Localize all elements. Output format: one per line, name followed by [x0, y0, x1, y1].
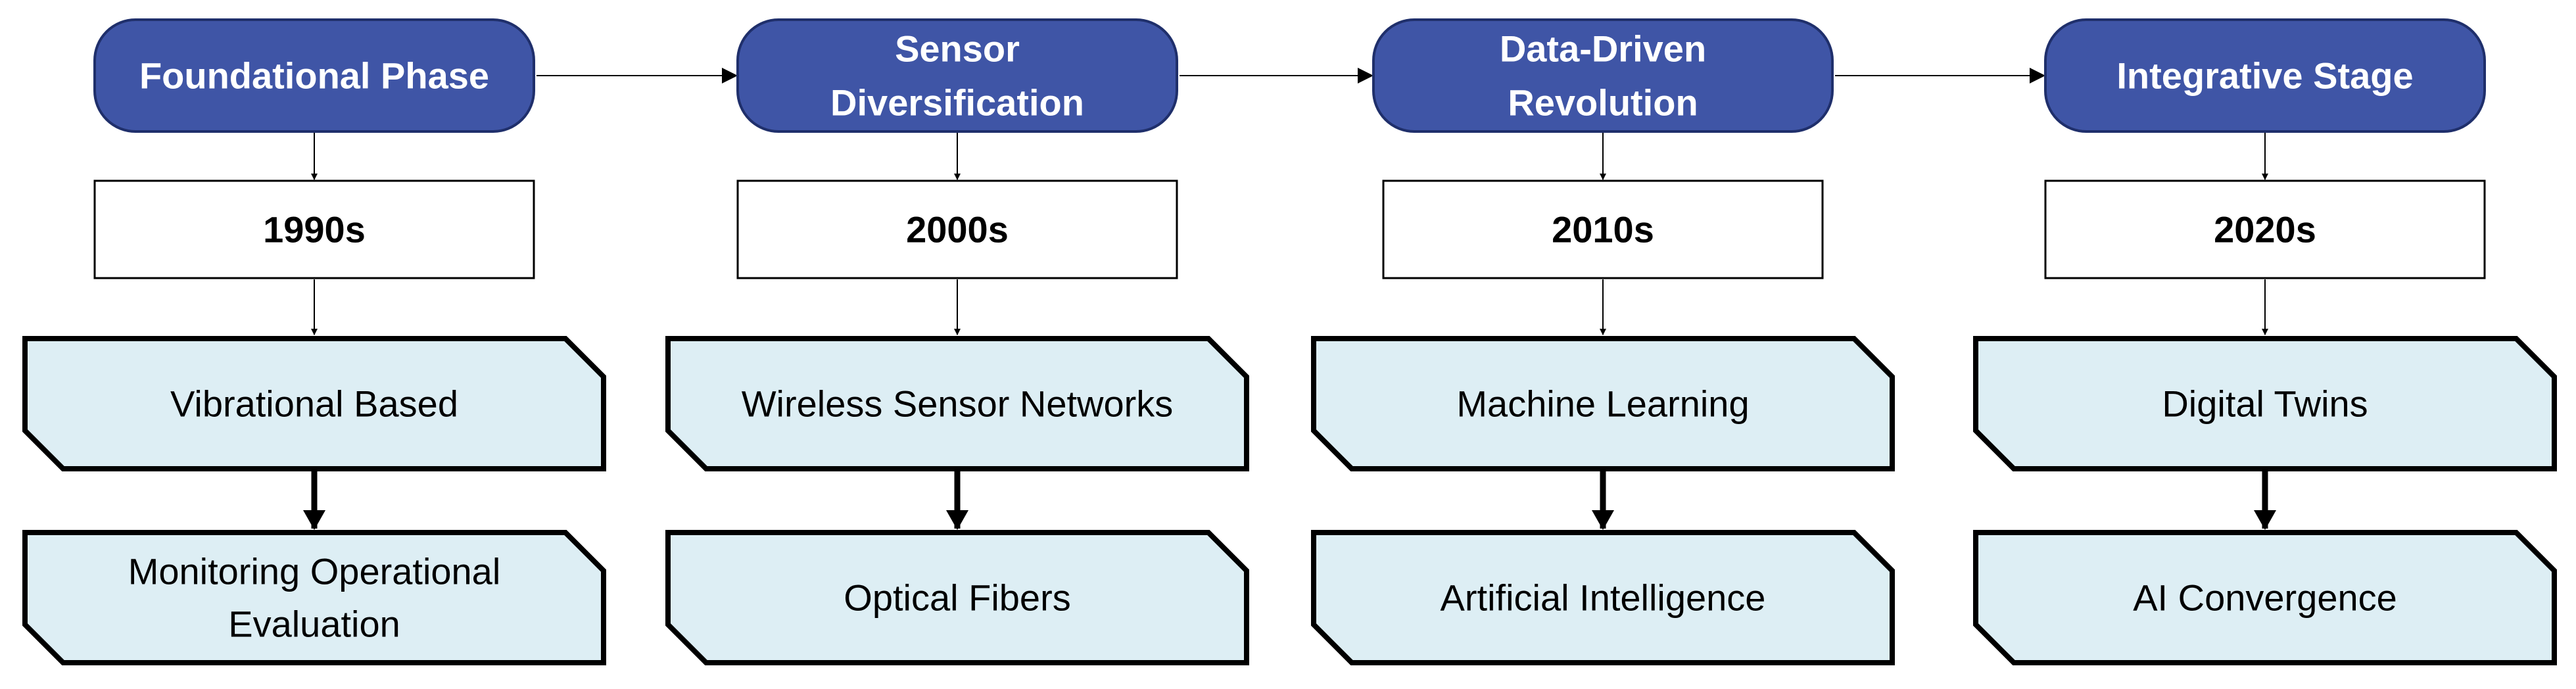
- topic-label: AI Convergence: [2133, 577, 2397, 619]
- phase-box: [2044, 18, 2486, 133]
- topic-label: Wireless Sensor Networks: [742, 383, 1174, 425]
- era-box: [2044, 179, 2486, 279]
- topic-label: Digital Twins: [2162, 383, 2368, 425]
- topic-node: Artificial Intelligence: [1311, 530, 1895, 665]
- phase-box: [93, 18, 535, 133]
- phase-label-line-2: Diversification: [830, 82, 1084, 124]
- era-label: 1990s: [263, 209, 366, 250]
- phase-box: [736, 18, 1178, 133]
- topic-box: [22, 530, 606, 665]
- topic-label: Machine Learning: [1456, 383, 1749, 425]
- era-node: 2020s: [2044, 179, 2486, 279]
- topic-node: AI Convergence: [1973, 530, 2557, 665]
- topic-box: [22, 336, 606, 471]
- topic-box: [1311, 336, 1895, 471]
- phase-node: Integrative Stage: [2044, 18, 2486, 133]
- era-box: [93, 179, 535, 279]
- phase-box: [1372, 18, 1834, 133]
- topic-box: [1973, 530, 2557, 665]
- topic-node: Vibrational Based: [22, 336, 606, 471]
- era-box: [736, 179, 1178, 279]
- topic-node: Machine Learning: [1311, 336, 1895, 471]
- topic-box: [665, 336, 1249, 471]
- phase-label-line-2: Revolution: [1508, 82, 1698, 124]
- topic-box: [665, 530, 1249, 665]
- phase-label-line-1: Data-Driven: [1500, 28, 1706, 70]
- topic-node: Optical Fibers: [665, 530, 1249, 665]
- topic-box: [1973, 336, 2557, 471]
- topic-node: Wireless Sensor Networks: [665, 336, 1249, 471]
- phase-label: Integrative Stage: [2116, 55, 2413, 97]
- connectors: [303, 68, 2276, 530]
- topic-node: Digital Twins: [1973, 336, 2557, 471]
- phase-label-line-1: Sensor: [895, 28, 1020, 70]
- era-node: 1990s: [93, 179, 535, 279]
- topic-box: [1311, 530, 1895, 665]
- era-node: 2010s: [1382, 179, 1824, 279]
- topic-label: Optical Fibers: [844, 577, 1070, 619]
- topic-label: Artificial Intelligence: [1441, 577, 1766, 619]
- era-box: [1382, 179, 1824, 279]
- topic-label: Vibrational Based: [170, 383, 458, 425]
- era-label: 2020s: [2214, 209, 2316, 250]
- era-label: 2000s: [906, 209, 1009, 250]
- phase-label: Foundational Phase: [139, 55, 489, 97]
- topic-label-line-2: Evaluation: [228, 604, 400, 645]
- phase-node: Foundational Phase: [93, 18, 535, 133]
- era-label: 2010s: [1552, 209, 1654, 250]
- topic-label-line-1: Monitoring Operational: [128, 551, 501, 592]
- era-node: 2000s: [736, 179, 1178, 279]
